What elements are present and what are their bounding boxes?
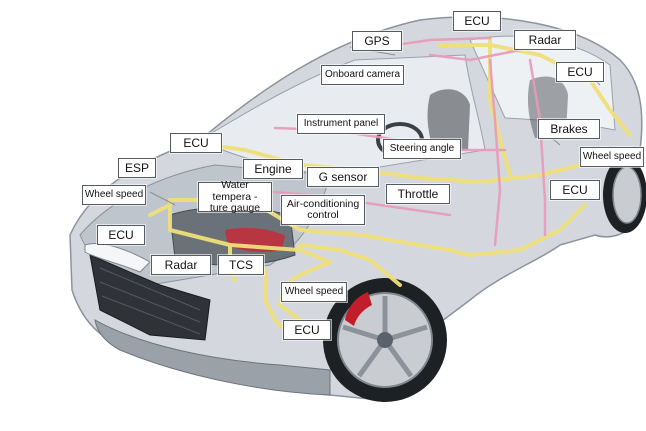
label-ecu-left-lower: ECU — [97, 225, 145, 245]
label-tcs: TCS — [218, 255, 264, 275]
label-ecu-top: ECU — [453, 11, 501, 31]
label-engine: Engine — [243, 159, 303, 179]
label-g-sensor: G sensor — [307, 167, 379, 187]
label-brakes: Brakes — [538, 119, 600, 139]
label-radar-bottom: Radar — [151, 255, 211, 275]
label-air-conditioning-control: Air-conditioning control — [281, 195, 365, 225]
label-onboard-camera: Onboard camera — [321, 65, 404, 85]
label-instrument-panel: Instrument panel — [297, 114, 385, 134]
car-seat-front — [427, 89, 470, 155]
label-esp: ESP — [118, 158, 156, 178]
label-ecu-left-upper: ECU — [170, 133, 222, 153]
label-throttle: Throttle — [386, 184, 450, 204]
label-wheel-speed-bottom: Wheel speed — [281, 282, 347, 302]
car-front-bumper — [94, 319, 331, 396]
label-wheel-speed-left: Wheel speed — [82, 185, 146, 205]
label-wheel-speed-right: Wheel speed — [580, 147, 644, 167]
label-water-temperature-gauge: Water tempera - ture gauge — [198, 180, 272, 213]
label-steering-angle: Steering angle — [383, 139, 461, 159]
label-ecu-right-mid: ECU — [550, 180, 600, 200]
label-gps: GPS — [352, 31, 402, 51]
label-ecu-bottom: ECU — [283, 320, 331, 340]
label-radar-top: Radar — [514, 30, 576, 50]
label-ecu-upper-right: ECU — [556, 62, 604, 82]
rear-wheel — [603, 157, 646, 233]
brake-caliper — [345, 292, 372, 326]
front-wheel — [323, 278, 447, 402]
